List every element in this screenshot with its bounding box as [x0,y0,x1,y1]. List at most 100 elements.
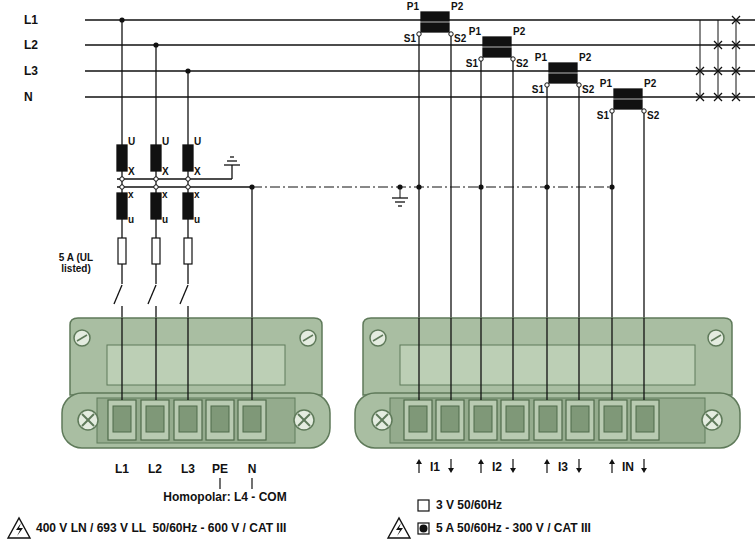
vt-secondary-coil [183,193,193,219]
screw-slot [376,414,388,426]
junction-dot [397,184,402,189]
wire [121,219,122,238]
screw-slot [303,335,313,341]
arrow-head [576,468,582,473]
ct-winding [421,23,449,32]
terminal-label: I2 [492,461,502,474]
screw-slot [82,414,94,426]
screw-slot [706,414,718,426]
terminal-label: S1 [466,58,478,69]
ct-s2-wire [643,111,644,400]
wire [155,318,156,400]
terminal-clamp [539,406,557,432]
ct-s1-wire [546,85,547,400]
terminal-label: L1 [115,463,129,476]
junction-dot [153,42,158,47]
terminal-cell [174,400,202,440]
vt-primary-coil [151,145,161,171]
arrow-head [416,459,422,464]
terminal-ring [610,109,614,113]
junction-dot [249,184,254,189]
junction-dot [478,184,483,189]
ct-winding [483,48,511,57]
terminal-clamp [211,406,229,432]
cross-mark [732,16,740,24]
terminal-ring [154,177,158,181]
terminal-label: Homopolar: L4 - COM [163,491,286,504]
screw-head [78,410,98,430]
fuse-symbol [118,238,126,264]
terminal-label: P2 [513,26,525,37]
ground-symbol [230,156,234,157]
terminal-ring [186,177,190,181]
screw-slot [298,414,310,426]
cross-mark [732,41,740,49]
junction-dot [544,184,549,189]
screw-head [372,410,392,430]
switch-blade [180,285,188,304]
terminal-ring [120,185,124,189]
primary-bus [117,178,232,179]
ct-core [483,37,511,46]
wire [450,318,451,400]
ground-symbol [392,197,408,198]
terminal-label: I1 [430,461,440,474]
cross-mark [732,93,740,101]
terminal-cell [436,400,464,440]
wire [187,264,188,284]
vt-secondary-coil [117,193,127,219]
fuse-symbol [152,238,160,264]
terminal-clamp [146,406,164,432]
terminal-clamp [474,406,492,432]
bus-link [700,20,701,97]
terminal-label: u [194,214,200,225]
junction-dot [119,17,124,22]
neutral-wire [251,187,252,400]
checkbox-filled [418,523,429,534]
terminal-label: P2 [644,78,656,89]
tick-line [219,478,220,489]
cross-mark [714,41,722,49]
tick-line [251,478,252,489]
screw-slot [706,414,718,426]
terminal-ring [186,185,190,189]
terminal-ring [449,32,453,36]
wire [611,318,612,400]
terminal-clamp [179,406,197,432]
terminal-label: U [194,136,201,147]
terminal-label: X [162,166,169,177]
arrow-head [478,459,484,464]
terminal-label: L2 [148,463,162,476]
bus-link [736,20,737,97]
wire [643,318,644,400]
screw-head [370,330,386,346]
terminal-ring [545,83,549,87]
screw-head [708,330,724,346]
wire [155,45,156,145]
vt-secondary-coil [151,193,161,219]
wire [121,264,122,284]
screw-slot [373,335,383,341]
vt-primary-coil [117,145,127,171]
screw-slot [82,414,94,426]
supply-line [85,19,755,20]
terminal-label: S1 [597,110,609,121]
line-label: N [24,91,33,104]
arrow-head [641,468,647,473]
lightning-bolt [16,523,23,536]
screw-slot [298,414,310,426]
rating-note: 400 V LN / 693 V LL 50/60Hz - 600 V / CA… [36,522,286,535]
terminal-clamp [113,406,131,432]
terminal-cell [501,400,529,440]
terminal-ring [154,185,158,189]
wire [480,318,481,400]
terminal-label: S2 [454,33,466,44]
wire [187,71,188,145]
cross-mark [714,93,722,101]
terminal-row [97,398,295,443]
terminal-cell [599,400,627,440]
terminal-label: u [162,214,168,225]
screw-head [294,410,314,430]
cross-mark [696,93,704,101]
line-label: L1 [24,14,38,27]
